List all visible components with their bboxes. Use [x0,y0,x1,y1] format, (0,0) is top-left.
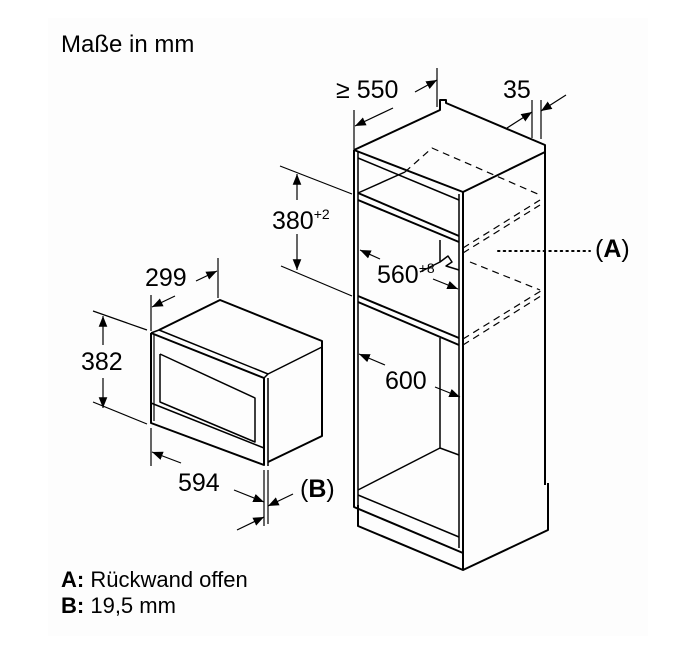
callout-a: (A) [595,237,630,262]
callout-paren-close: ) [326,475,335,503]
dimension-tolerance: +2 [313,206,330,222]
tall-cabinet [353,99,549,571]
callout-b: (B) [300,477,335,502]
callout-paren-open: ( [595,235,604,263]
dimension-prefix: ≥ [336,76,350,104]
appliance [150,299,323,466]
legend-item-b: B: 19,5 mm [61,595,176,617]
dimension-tolerance: +8 [418,260,435,276]
dimension-cabinet-width: 600 [385,367,427,395]
callout-key: B [308,475,327,503]
diagram-title: Maße in mm [61,31,195,58]
callout-key: A [603,235,622,263]
dimension-value: 550 [356,76,399,104]
dimension-niche-width: 560+8 [377,260,435,289]
dimension-value: 380 [272,207,314,235]
legend-text: 19,5 mm [90,593,176,618]
dimension-cabinet-depth: ≥ 550 [336,78,398,103]
dimension-appliance-width: 594 [178,469,220,497]
dimension-appliance-depth: 299 [145,264,187,292]
callout-paren-open: ( [300,475,309,503]
dimension-front-offset: 35 [503,76,531,104]
dimension-value: 560 [377,261,419,289]
callout-paren-close: ) [621,235,630,263]
legend-item-a: A: Rückwand offen [61,569,248,591]
legend-key: B: [61,593,85,618]
legend-text: Rückwand offen [90,567,248,592]
drawing-area [48,18,648,636]
dimension-niche-height: 380+2 [272,206,330,235]
dimension-appliance-height: 382 [81,348,123,376]
legend-key: A: [61,567,85,592]
